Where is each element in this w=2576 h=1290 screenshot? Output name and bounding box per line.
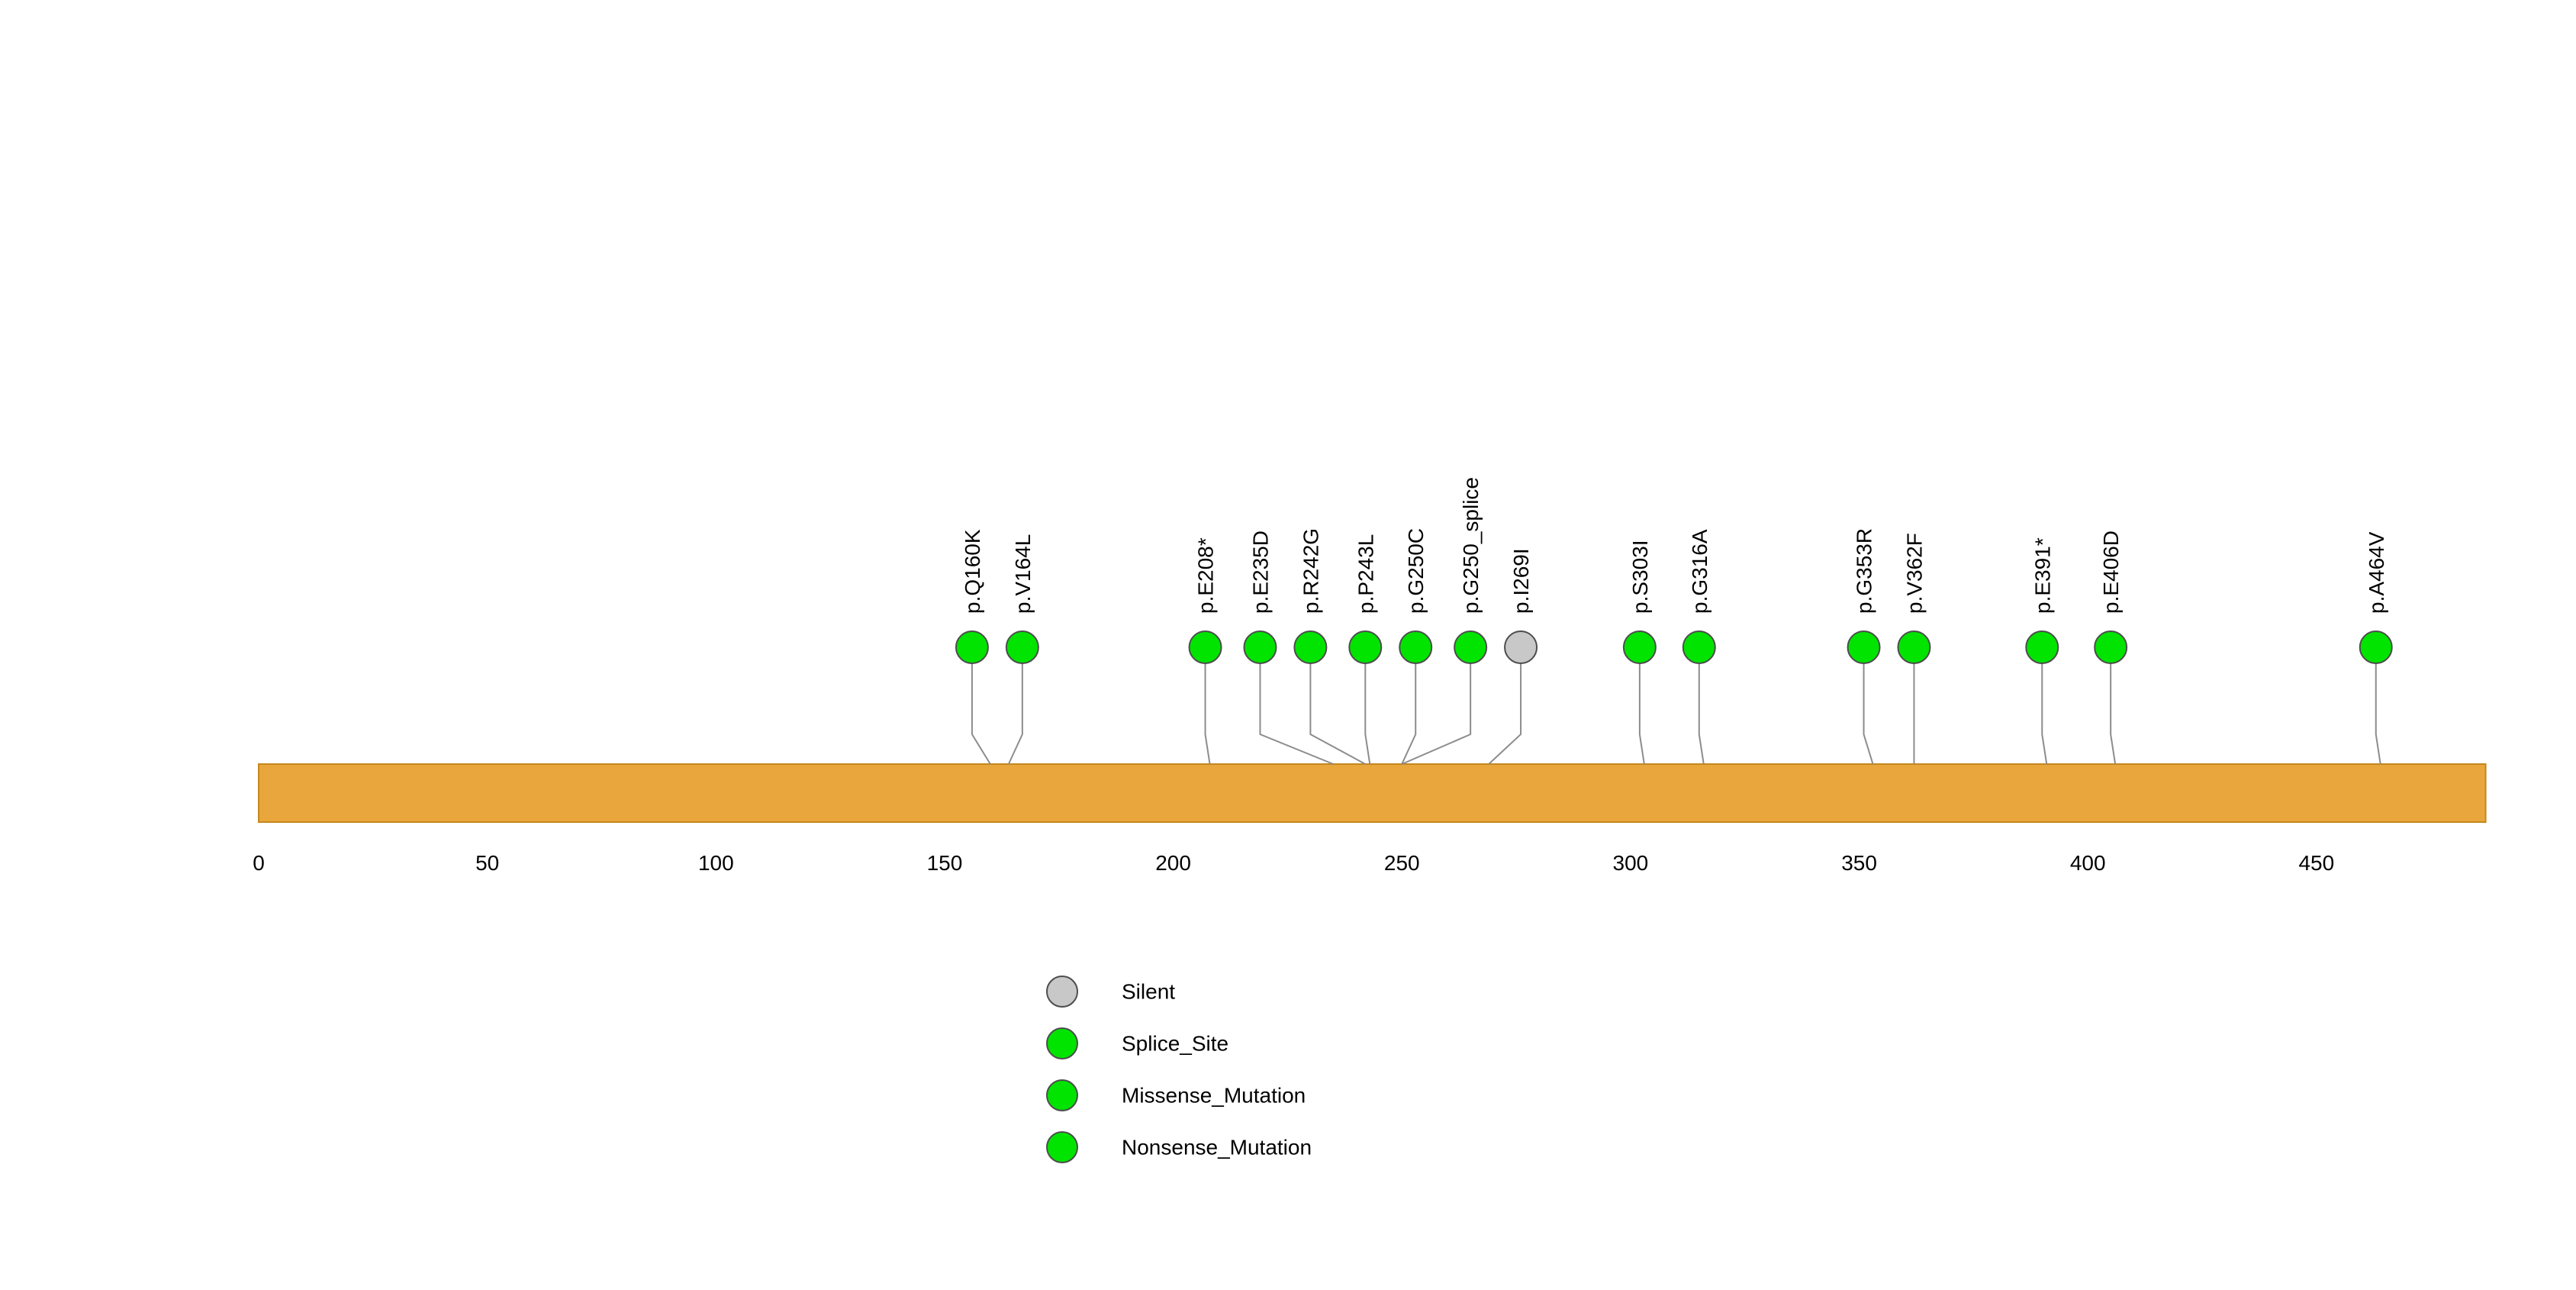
legend: SilentSplice_SiteMissense_MutationNonsen… — [1046, 976, 1312, 1163]
connector-line — [1259, 663, 1334, 765]
mutation-label: p.P243L — [1354, 534, 1377, 614]
mutation-circle — [955, 630, 989, 664]
mutation-circle — [2094, 630, 2128, 664]
mutation-label: p.G250_splice — [1459, 477, 1483, 614]
legend-swatch — [1046, 976, 1078, 1008]
connector-line — [1698, 663, 1705, 765]
connector-line — [1401, 663, 1417, 765]
mutation-circle — [1005, 630, 1039, 664]
connector-line — [1638, 663, 1645, 765]
connector-line — [2041, 663, 2048, 765]
mutation-label: p.E235D — [1248, 531, 1272, 614]
connector-line — [1488, 663, 1522, 765]
protein-bar — [258, 763, 2487, 823]
mutation-circle — [1847, 630, 1881, 664]
legend-swatch — [1046, 1131, 1078, 1163]
axis-tick-label: 450 — [2298, 851, 2334, 875]
mutation-label: p.Q160K — [961, 529, 984, 614]
legend-swatch — [1046, 1027, 1078, 1059]
mutation-label: p.I269I — [1509, 548, 1533, 614]
mutation-circle — [1504, 630, 1538, 664]
mutation-circle — [1897, 630, 1931, 664]
mutation-label: p.E208* — [1194, 537, 1218, 614]
legend-label: Missense_Mutation — [1122, 1084, 1306, 1108]
legend-label: Splice_Site — [1122, 1032, 1228, 1056]
mutation-label: p.E391* — [2030, 537, 2054, 614]
mutation-label: p.G353R — [1853, 528, 1876, 614]
mutation-label: p.V164L — [1011, 534, 1035, 614]
mutation-label: p.R242G — [1299, 528, 1322, 614]
connector-line — [971, 663, 991, 765]
mutation-circle — [2025, 630, 2059, 664]
legend-label: Silent — [1122, 980, 1175, 1004]
mutation-label: p.G316A — [1688, 529, 1711, 614]
mutation-circle — [1454, 630, 1488, 664]
mutation-label: p.V362F — [1902, 533, 1926, 614]
axis-tick-label: 100 — [698, 851, 734, 875]
axis-tick-label: 300 — [1613, 851, 1649, 875]
mutation-circle — [1399, 630, 1433, 664]
mutation-label: p.A464V — [2365, 531, 2388, 614]
connector-line — [2375, 663, 2381, 765]
mutation-circle — [1188, 630, 1222, 664]
axis-tick-label: 250 — [1384, 851, 1420, 875]
connector-line — [1863, 663, 1874, 765]
mutation-circle — [2359, 630, 2393, 664]
mutation-label: p.S303I — [1628, 540, 1652, 614]
connector-line — [1309, 663, 1366, 765]
axis-tick-label: 350 — [1841, 851, 1877, 875]
mutation-circle — [1243, 630, 1277, 664]
axis-tick-label: 200 — [1155, 851, 1191, 875]
connector-line — [1401, 663, 1472, 765]
axis-tick-label: 150 — [927, 851, 963, 875]
legend-swatch — [1046, 1079, 1078, 1111]
axis-tick-label: 0 — [253, 851, 265, 875]
mutation-circle — [1622, 630, 1657, 664]
axis-tick-label: 400 — [2070, 851, 2106, 875]
mutation-circle — [1682, 630, 1716, 664]
mutation-label: p.G250C — [1404, 528, 1428, 614]
connector-line — [2110, 663, 2117, 765]
legend-label: Nonsense_Mutation — [1122, 1136, 1312, 1159]
connector-line — [1364, 663, 1371, 765]
connector-line — [1007, 663, 1023, 765]
mutation-label: p.E406D — [2099, 531, 2123, 614]
mutation-circle — [1348, 630, 1383, 664]
mutation-circle — [1293, 630, 1328, 664]
connector-line — [1204, 663, 1211, 765]
axis-tick-label: 50 — [475, 851, 499, 875]
